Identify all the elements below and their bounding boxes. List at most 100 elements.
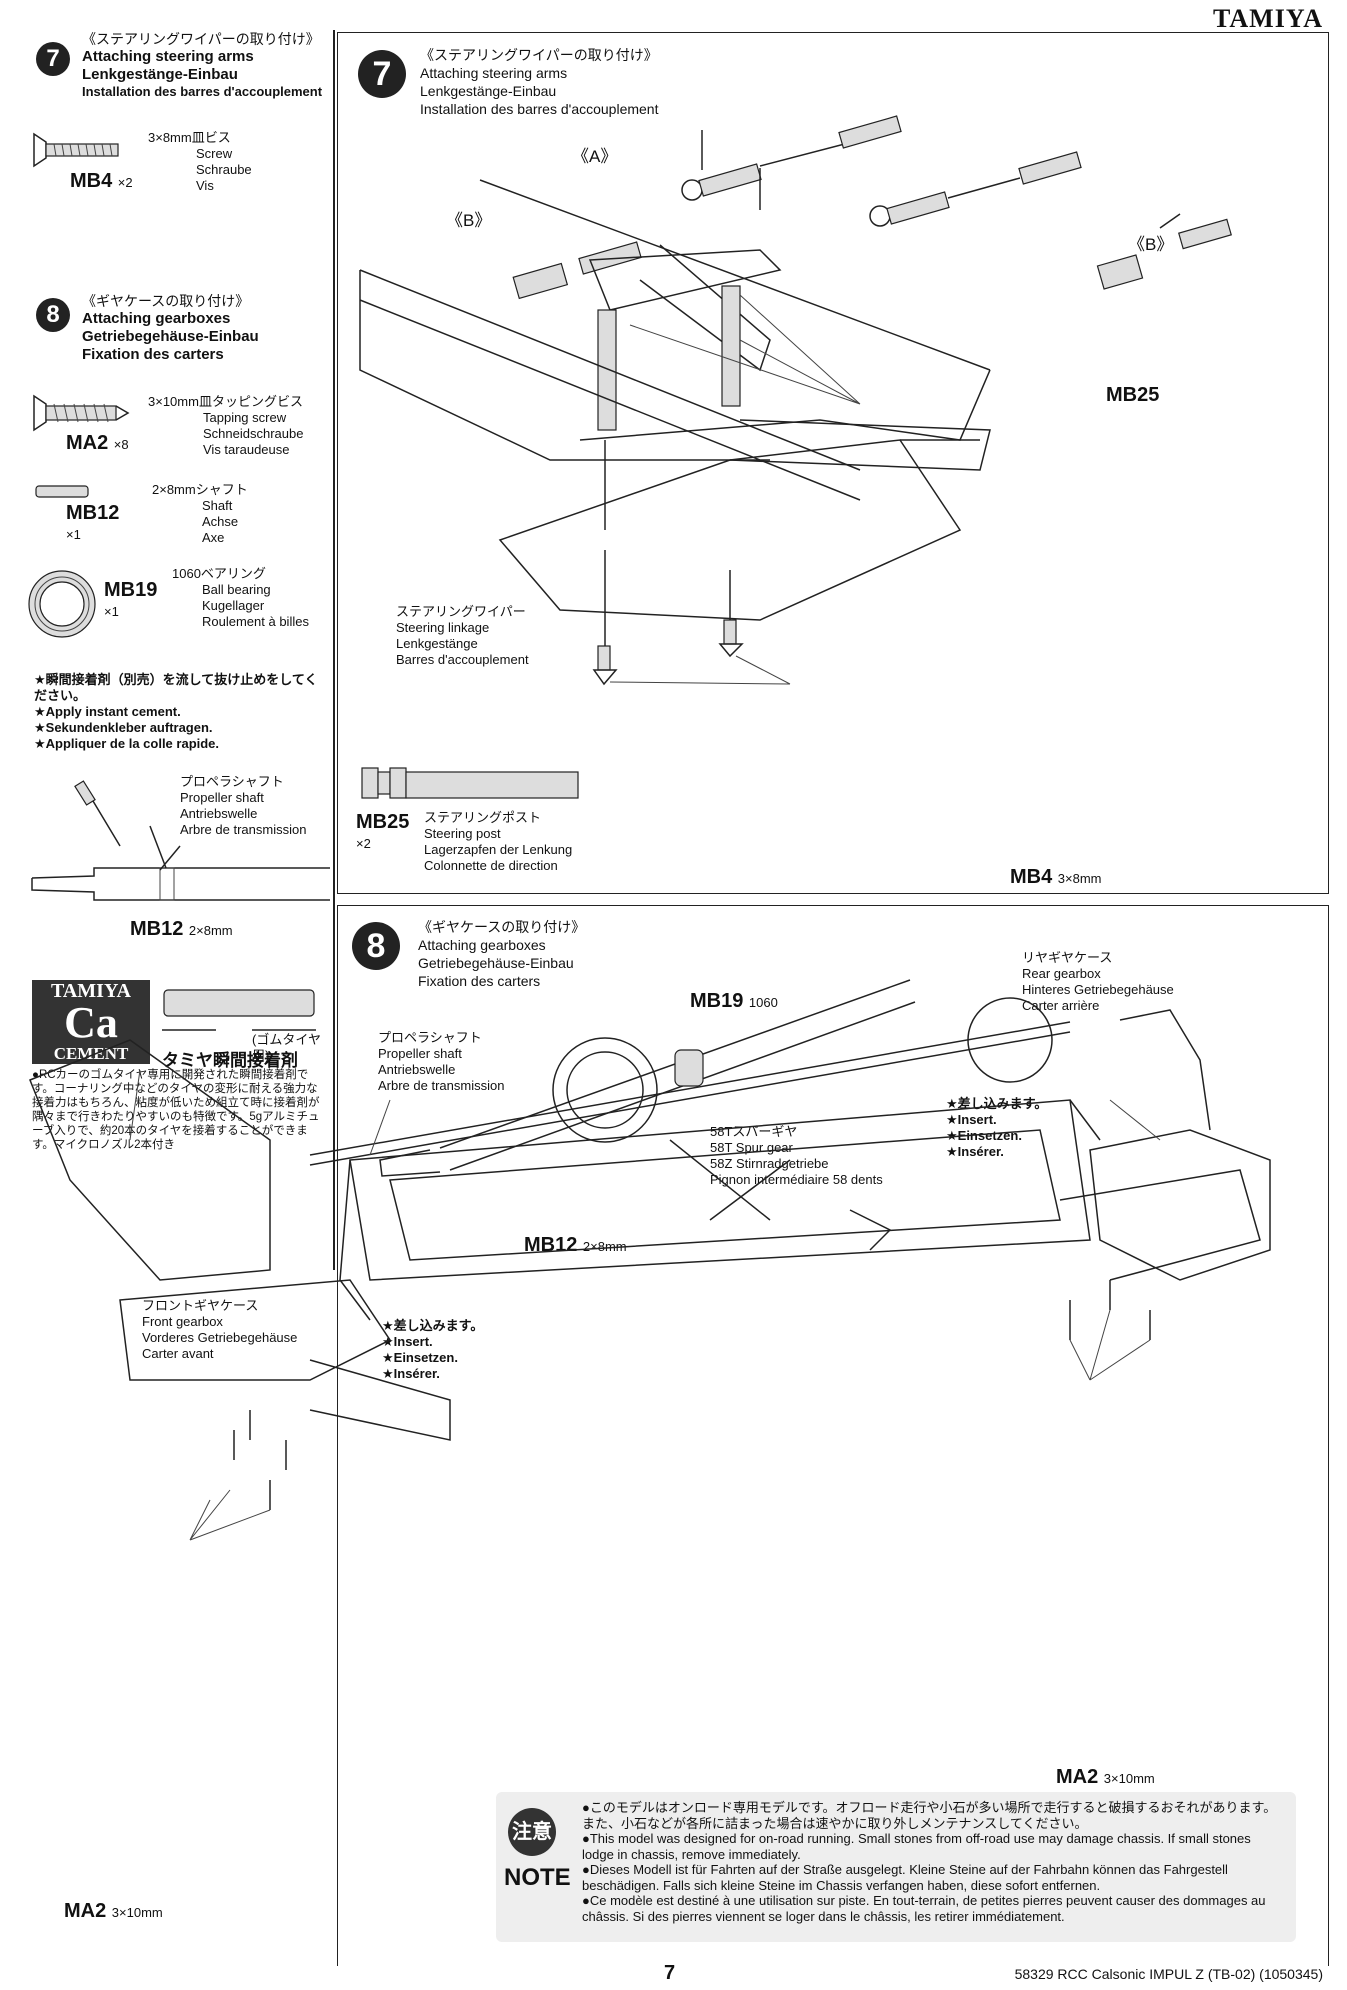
mb19-code-text: MB19 — [104, 579, 158, 601]
step7-title-jp: 《ステアリングワイパーの取り付け》 — [82, 31, 320, 47]
propeller-main-fr: Arbre de transmission — [378, 1078, 505, 1093]
step7-heading-main: 《ステアリングワイパーの取り付け》 Attaching steering arm… — [420, 46, 658, 118]
column-divider — [333, 30, 335, 1270]
mb12-size-left: 2×8mm — [188, 923, 233, 938]
propeller-label-main: プロペラシャフト Propeller shaft Antriebswelle A… — [378, 1030, 504, 1094]
step7-panel — [337, 32, 1329, 894]
insert-left-fr: ★Insérer. — [382, 1366, 440, 1381]
linkage-en: Steering linkage — [396, 620, 490, 635]
rear-fr: Carter arrière — [1022, 998, 1100, 1013]
mb19-bearing-icon — [28, 570, 96, 638]
insert-note-right: ★差し込みます。 ★Insert. ★Einsetzen. ★Insérer. — [946, 1096, 1047, 1160]
mb19-code: MB19×1 — [104, 580, 157, 622]
mb4-callout-text: MB4 — [1010, 866, 1053, 888]
linkage-fr: Barres d'accouplement — [396, 652, 529, 667]
insert-right-en: ★Insert. — [946, 1112, 997, 1127]
front-jp: フロントギヤケース — [142, 1298, 259, 1313]
mb19-callout-size: 1060 — [748, 995, 778, 1010]
step8-title-jp: 《ギヤケースの取り付け》 — [82, 293, 250, 309]
propeller-jp: プロペラシャフト — [180, 774, 284, 789]
ma2-left-text: MA2 — [64, 1900, 107, 1922]
ma2-right-size: 3×10mm — [1103, 1771, 1155, 1786]
linkage-de: Lenkgestänge — [396, 636, 478, 651]
notice-de: ●Dieses Modell ist für Fahrten auf der S… — [582, 1862, 1228, 1893]
cement-note: ★瞬間接着剤（別売）を流して抜け止めをしてください。 ★Apply instan… — [34, 672, 330, 752]
mb4-callout-size: 3×8mm — [1057, 871, 1102, 886]
ma2-qty: ×8 — [113, 437, 129, 452]
mb4-en: Screw — [196, 146, 233, 161]
mb19-fr: Roulement à billes — [202, 614, 309, 629]
step7-main-en: Attaching steering arms — [420, 65, 568, 81]
mb12-label-text: MB12 — [130, 918, 184, 940]
propeller-main-jp: プロペラシャフト — [378, 1030, 482, 1045]
brand-logo: TAMIYA — [1212, 4, 1323, 33]
mb25-size: ステアリングポスト — [424, 810, 542, 825]
mb25-code-text: MB25 — [356, 811, 410, 833]
mb25-en: Steering post — [424, 826, 501, 841]
insert-left-de: ★Einsetzen. — [382, 1350, 458, 1365]
mb4-size: 3×8mm皿ビス — [148, 130, 231, 145]
mb25-code: MB25 ×2 — [356, 812, 409, 854]
spur-de: 58Z Stirnradgetriebe — [710, 1156, 829, 1171]
step7-main-fr: Installation des barres d'accouplement — [420, 101, 659, 117]
cement-note-en: ★Apply instant cement. — [34, 704, 181, 719]
mb4-fr: Vis — [196, 178, 214, 193]
ma2-tapping-screw-icon — [33, 394, 130, 432]
propeller-label-left: プロペラシャフト Propeller shaft Antriebswelle A… — [180, 774, 306, 838]
mb12-size: 2×8mmシャフト — [152, 482, 248, 497]
mb12-callout-size: 2×8mm — [582, 1239, 627, 1254]
mb25-fr: Colonnette de direction — [424, 858, 558, 873]
mb19-desc: 1060ベアリング Ball bearing Kugellager Roulem… — [172, 566, 309, 630]
cement-name: タミヤ瞬間接着剤 — [162, 1051, 298, 1070]
step7-number-left: 7 — [36, 42, 70, 76]
front-fr: Carter avant — [142, 1346, 214, 1361]
step8-panel — [337, 905, 1329, 1966]
insert-note-left: ★差し込みます。 ★Insert. ★Einsetzen. ★Insérer. — [382, 1318, 483, 1382]
cement-ad: TAMIYA Ca CEMENT (ゴムタイヤ用) タミヤ瞬間接着剤 ●RCカー… — [32, 980, 328, 1160]
steering-linkage-label: ステアリングワイパー Steering linkage Lenkgestänge… — [396, 604, 529, 668]
ma2-desc: 3×10mm皿タッピングビス Tapping screw Schneidschr… — [148, 394, 303, 458]
cement-logo-ca: Ca — [32, 1001, 150, 1045]
insert-left-en: ★Insert. — [382, 1334, 433, 1349]
step7-title-en: Attaching steering arms — [82, 48, 254, 65]
step8-number-left: 8 — [36, 298, 70, 332]
insert-right-jp: ★差し込みます。 — [946, 1096, 1048, 1111]
mb25-qty: ×2 — [356, 836, 371, 851]
footer-code: 58329 RCC Calsonic IMPUL Z (TB-02) (1050… — [1014, 1966, 1323, 1982]
step7-number-main: 7 — [358, 50, 406, 98]
rear-de: Hinteres Getriebegehäuse — [1022, 982, 1174, 997]
cement-tube-icon — [162, 989, 316, 1031]
step7-main-de: Lenkgestänge-Einbau — [420, 83, 557, 99]
insert-left-jp: ★差し込みます。 — [382, 1318, 484, 1333]
ma2-size: 3×10mm皿タッピングビス — [148, 394, 303, 409]
notice-en: ●This model was designed for on-road run… — [582, 1831, 1251, 1862]
step8-title-fr: Fixation des carters — [82, 346, 224, 363]
mb19-callout-text: MB19 — [690, 990, 744, 1012]
label-a: 《A》 — [572, 147, 618, 166]
notice-jp: ●このモデルはオンロード専用モデルです。オフロード走行や小石が多い場所で走行する… — [582, 1800, 1277, 1831]
rear-gearbox-label: リヤギヤケース Rear gearbox Hinteres Getriebege… — [1022, 950, 1174, 1014]
insert-right-fr: ★Insérer. — [946, 1144, 1004, 1159]
cement-sub: (ゴムタイヤ用) — [252, 1032, 321, 1063]
front-gearbox-label: フロントギヤケース Front gearbox Vorderes Getrieb… — [142, 1298, 297, 1362]
mb12-fr: Axe — [202, 530, 225, 545]
propeller-de: Antriebswelle — [180, 806, 258, 821]
rear-jp: リヤギヤケース — [1022, 950, 1113, 965]
mb12-code: MB12 ×1 — [66, 503, 119, 545]
propeller-en: Propeller shaft — [180, 790, 264, 805]
ma2-code-text: MA2 — [66, 432, 109, 454]
propeller-main-en: Propeller shaft — [378, 1046, 462, 1061]
mb25-post-icon — [361, 767, 579, 799]
mb12-qty: ×1 — [66, 527, 81, 542]
mb4-code-text: MB4 — [70, 170, 113, 192]
mb25-desc: ステアリングポスト Steering post Lagerzapfen der … — [424, 810, 572, 874]
page-number: 7 — [664, 1962, 676, 1984]
propeller-main-de: Antriebswelle — [378, 1062, 456, 1077]
mb12-code-text: MB12 — [66, 502, 120, 524]
step7-assembly-drawing — [359, 115, 1232, 686]
ma2-fr: Vis taraudeuse — [203, 442, 290, 457]
mb4-qty: ×2 — [117, 175, 133, 190]
label-b-left: 《B》 — [446, 211, 492, 230]
propeller-shaft-inset-drawing — [31, 780, 330, 901]
mb12-shaft-icon — [35, 485, 89, 498]
